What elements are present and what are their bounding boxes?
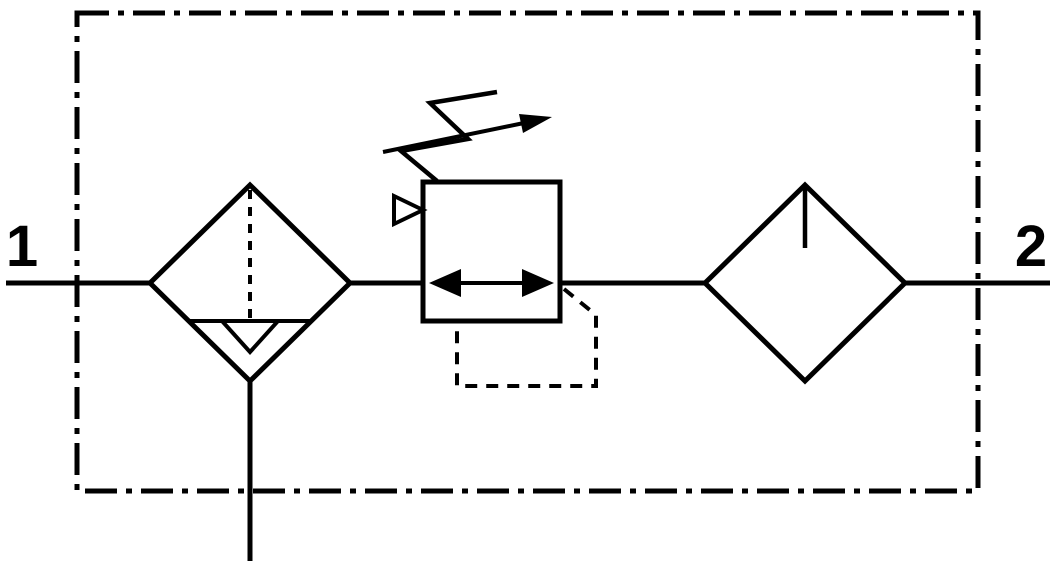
port-2-label: 2 bbox=[1015, 214, 1047, 279]
lubricator-symbol bbox=[701, 181, 909, 385]
regulator-body bbox=[420, 179, 563, 324]
pressure-regulator-symbol bbox=[382, 89, 563, 324]
flow-arrows-icon bbox=[429, 269, 554, 297]
enclosure-border bbox=[74, 10, 981, 494]
relief-vent-icon bbox=[392, 192, 428, 228]
pilot-feedback-line bbox=[455, 287, 598, 388]
spring-icon bbox=[395, 89, 498, 183]
adjustment-arrow-icon bbox=[382, 114, 552, 154]
filter-water-separator-symbol bbox=[146, 181, 354, 385]
port-1-label: 1 bbox=[6, 214, 38, 279]
water-drain-triangle-icon bbox=[217, 319, 283, 355]
